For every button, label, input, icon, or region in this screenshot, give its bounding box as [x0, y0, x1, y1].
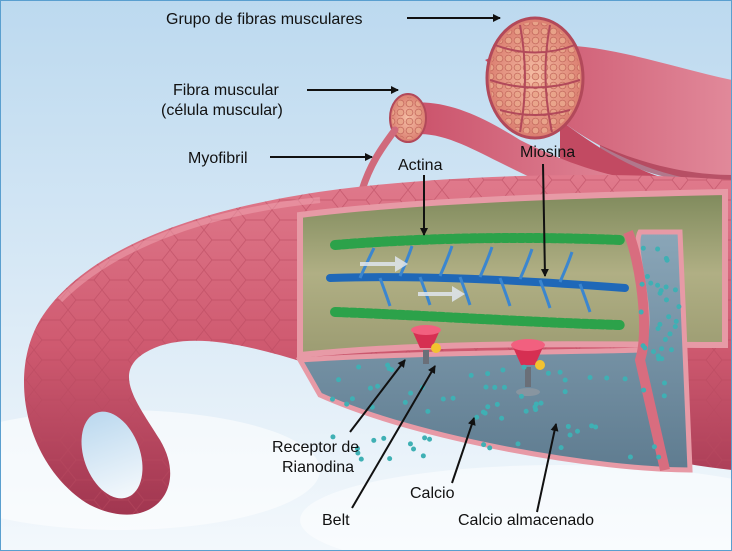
calcium-ion [387, 456, 392, 461]
calcium-ion [645, 274, 650, 279]
calcium-ion [481, 410, 486, 415]
calcium-ion [492, 385, 497, 390]
calcium-ion [657, 322, 662, 327]
calcium-ion [371, 438, 376, 443]
calcium-ion [662, 393, 667, 398]
calcium-ion [656, 326, 661, 331]
calcium-ion [641, 388, 646, 393]
calcium-ion [485, 371, 490, 376]
calcium-ion [575, 429, 580, 434]
calcium-ion [641, 246, 646, 251]
calcium-ion [381, 436, 386, 441]
label-stored-calcium: Calcio almacenado [458, 512, 594, 529]
calcium-ion [336, 377, 341, 382]
label-calcium: Calcio [410, 485, 455, 502]
calcium-ion [589, 423, 594, 428]
calcium-ion [668, 331, 673, 336]
calcium-ion [563, 378, 568, 383]
label-actin: Actina [398, 157, 443, 174]
calcium-ion [481, 442, 486, 447]
calcium-ion [664, 297, 669, 302]
calcium-ion [469, 373, 474, 378]
calcium-ion [500, 367, 505, 372]
calcium-ion [651, 349, 656, 354]
calcium-ion [640, 282, 645, 287]
calcium-ion [425, 409, 430, 414]
calcium-ion [356, 364, 361, 369]
calcium-ion [558, 370, 563, 375]
calcium-ion [344, 402, 349, 407]
calcium-ion [546, 371, 551, 376]
calcium-ion [559, 445, 564, 450]
calcium-ion [669, 347, 674, 352]
calcium-ion [522, 365, 527, 370]
label-myofibril: Myofibril [188, 150, 248, 167]
calcium-ion [642, 345, 647, 350]
calcium-ion [623, 376, 628, 381]
calcium-ion [524, 409, 529, 414]
calcium-ion [421, 453, 426, 458]
calcium-ion [665, 258, 670, 263]
label-ryanodine-line1: Receptor de [272, 439, 359, 456]
calcium-ion [533, 407, 538, 412]
calcium-ion [664, 284, 669, 289]
calcium-ion [648, 281, 653, 286]
calcium-ion [539, 401, 544, 406]
calcium-ion [676, 304, 681, 309]
label-muscle-fiber-line2: (célula muscular) [161, 102, 283, 119]
calcium-ion [385, 363, 390, 368]
label-myosin: Miosina [520, 144, 575, 161]
label-belt: Belt [322, 512, 350, 529]
calcium-ion [495, 402, 500, 407]
calcium-ion [655, 283, 660, 288]
calcium-ion [403, 400, 408, 405]
calcium-ion [628, 454, 633, 459]
calcium-ion [515, 441, 520, 446]
calcium-ion [588, 375, 593, 380]
calcium-ion [658, 291, 663, 296]
label-muscle-fiber-bundle: Grupo de fibras musculares [166, 11, 363, 28]
calcium-ion [368, 386, 373, 391]
calcium-ion [674, 319, 679, 324]
calcium-ion [568, 433, 573, 438]
calcium-ion [408, 391, 413, 396]
calcium-ion [563, 389, 568, 394]
calcium-ion [656, 356, 661, 361]
calcium-ion [639, 310, 644, 315]
calcium-ion [604, 375, 609, 380]
label-ryanodine-line2: Rianodina [282, 459, 354, 476]
calcium-ion [375, 384, 380, 389]
calcium-ion [330, 397, 335, 402]
calcium-ion [485, 404, 490, 409]
calcium-ion [408, 441, 413, 446]
calcium-ion [662, 380, 667, 385]
calcium-ion [666, 314, 671, 319]
calcium-ion [411, 446, 416, 451]
calcium-ion [350, 396, 355, 401]
calcium-ion [659, 346, 664, 351]
calcium-ion [655, 247, 660, 252]
calcium-ion [519, 394, 524, 399]
calcium-ion [656, 455, 661, 460]
calcium-ion [483, 385, 488, 390]
calcium-ion [487, 445, 492, 450]
calcium-ion [441, 396, 446, 401]
calcium-ion [502, 385, 507, 390]
label-muscle-fiber-line1: Fibra muscular [173, 82, 279, 99]
calcium-ion [359, 457, 364, 462]
calcium-ion [422, 435, 427, 440]
calcium-ion [499, 416, 504, 421]
calcium-ion [663, 337, 668, 342]
calcium-ion [673, 324, 678, 329]
calcium-ion [474, 415, 479, 420]
calcium-ion [673, 287, 678, 292]
calcium-ion [566, 424, 571, 429]
calcium-ion [451, 396, 456, 401]
calcium-ion [427, 437, 432, 442]
calcium-ion [652, 444, 657, 449]
